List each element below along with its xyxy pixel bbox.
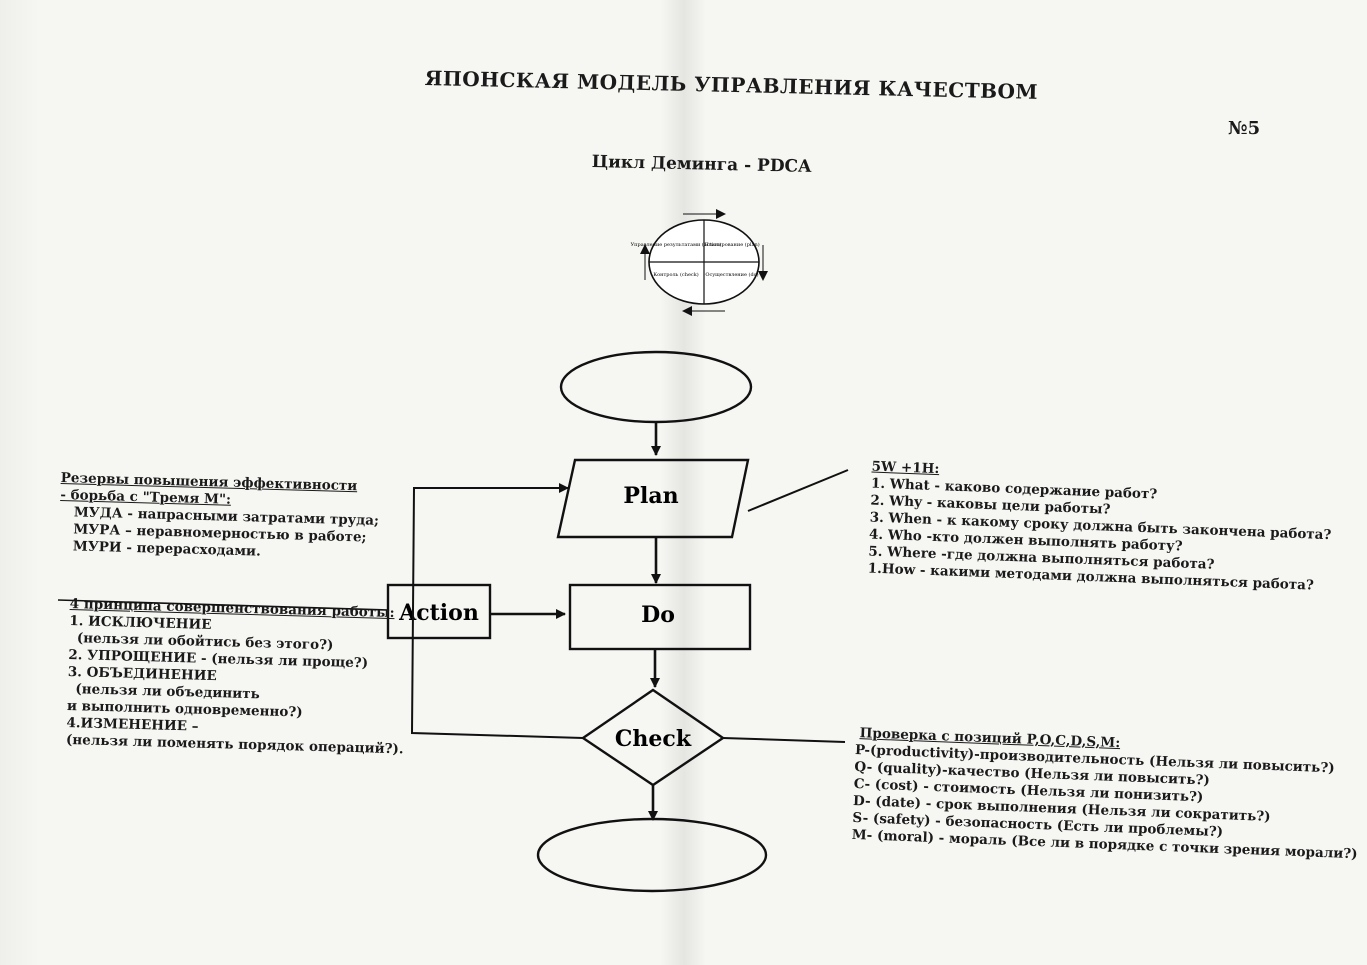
principles-to-action-connector (57, 599, 389, 611)
plan-to-5w1h-connector (747, 469, 849, 512)
pdca-cycle-wheel: Управление результатами (action) Планиро… (631, 209, 768, 316)
wheel-quadrant-do: Осуществление (do) (705, 271, 758, 278)
plan-parallelogram (556, 458, 750, 539)
five-w-one-h-block: 5W +1H: 1. What - каково содержание рабо… (853, 458, 1333, 595)
feedback-loop-line (410, 487, 584, 739)
end-terminal (536, 817, 768, 893)
start-terminal (559, 350, 753, 424)
wheel-quadrant-action: Управление результатами (action) (631, 241, 722, 248)
action-rectangle (386, 583, 492, 640)
plan-label: Plan (623, 483, 678, 509)
improvement-principles-block: 4 принципа совершенствования работы: 1. … (66, 596, 408, 758)
wheel-quadrant-plan: Планирование (plan) (704, 241, 759, 248)
action-label: Action (398, 600, 479, 626)
do-rectangle (568, 583, 752, 651)
do-label: Do (641, 602, 675, 628)
wheel-quadrant-check: Контроль (check) (653, 271, 698, 278)
check-to-pocdsm-connector (722, 737, 846, 743)
efficiency-reserves-block: Резервы повышения эффективности - борьба… (59, 470, 381, 564)
pocdsm-check-block: Проверка с позиций P,O,C,D,S,M: P-(produ… (851, 725, 1361, 863)
check-label: Check (615, 726, 692, 752)
page-number: №5 (1228, 118, 1261, 139)
